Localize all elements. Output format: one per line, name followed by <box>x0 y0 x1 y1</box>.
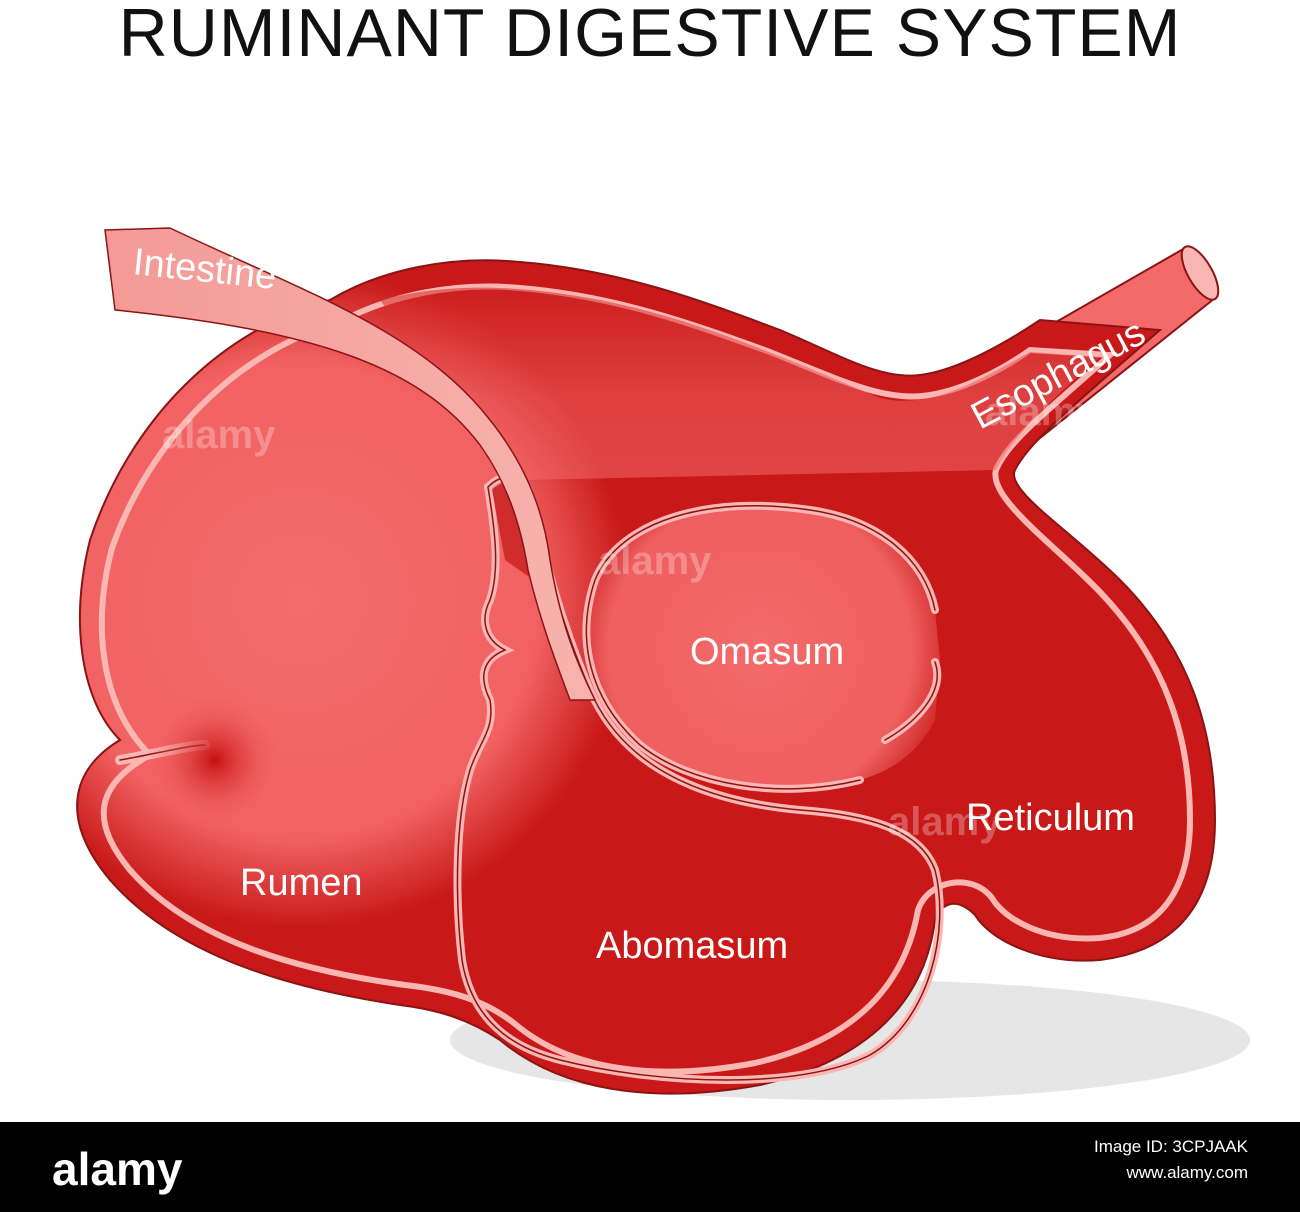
intestine-tube <box>104 227 597 701</box>
footer-site: www.alamy.com <box>1126 1163 1248 1182</box>
svg-text:alamy: alamy <box>598 539 712 583</box>
label-abomasum: Abomasum <box>596 925 788 967</box>
footer-image-info: Image ID: 3CPJAAK www.alamy.com <box>1094 1134 1248 1186</box>
svg-text:alamy: alamy <box>985 390 1099 434</box>
svg-text:alamy: alamy <box>888 800 1002 844</box>
upper-region <box>380 287 1100 480</box>
footer-brand: alamy <box>52 1143 183 1195</box>
label-reticulum: Reticulum <box>966 797 1135 839</box>
stock-footer: alamy Image ID: 3CPJAAK www.alamy.com <box>0 1122 1300 1212</box>
label-rumen: Rumen <box>240 862 363 904</box>
omasum-body <box>586 505 940 789</box>
footer-image-id: Image ID: 3CPJAAK <box>1093 1137 1248 1156</box>
diagram-title: RUMINANT DIGESTIVE SYSTEM <box>118 0 1182 71</box>
ruminant-stomach-diagram: alamy alamy alamy alamy Intestine Esopha… <box>76 227 1250 1100</box>
label-omasum: Omasum <box>690 631 844 673</box>
watermark-layer: alamy alamy alamy alamy <box>162 390 1099 844</box>
svg-text:alamy: alamy <box>162 413 276 457</box>
